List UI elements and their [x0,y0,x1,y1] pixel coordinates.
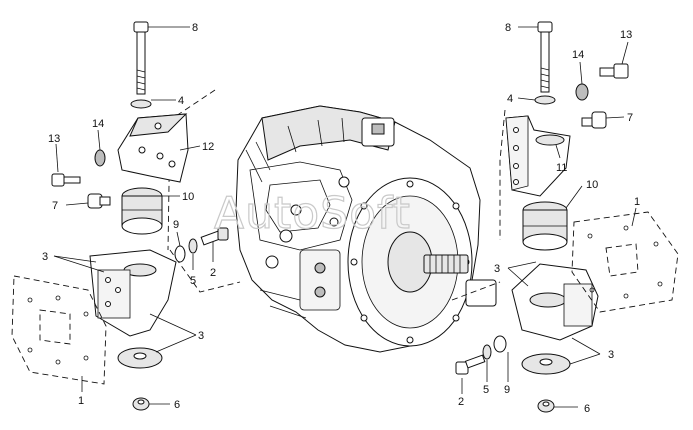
label-7-right: 7 [627,112,633,124]
label-13-left: 13 [48,133,60,145]
right-bolt-2 [455,354,486,375]
label-6-left: 6 [174,399,180,411]
right-bolt-7 [581,111,607,129]
right-bolt-13 [599,63,629,79]
label-5-right: 5 [483,384,489,396]
left-frame-plate-1 [11,275,107,385]
left-cup-3 [117,347,163,369]
label-2-right: 2 [458,396,464,408]
label-1-left: 1 [78,395,84,407]
right-washer-14 [575,83,589,101]
right-cup-3 [521,353,571,375]
left-washer-9 [174,245,186,263]
watermark-text: AutoSoft [214,188,411,239]
label-3-right-upper: 3 [494,263,500,275]
left-lower-bracket-3 [89,249,177,337]
label-13-right: 13 [620,29,632,41]
label-7-left: 7 [52,200,58,212]
right-lower-bracket-3 [511,263,599,341]
label-10-right: 10 [586,179,598,191]
left-bolt-13 [51,173,81,187]
label-11-right: 11 [556,162,567,174]
label-12-left: 12 [202,141,214,153]
transmission-housing [235,105,497,353]
left-bolt-7 [87,193,111,209]
label-5-left: 5 [190,275,196,287]
left-bolt-2 [200,227,229,246]
label-4-right: 4 [507,93,513,105]
label-10-left: 10 [182,191,194,203]
leader-lines [53,26,637,408]
right-washer-4 [534,95,556,105]
right-nut-6 [537,399,555,413]
label-4-left: 4 [178,95,184,107]
left-nut-6 [132,397,150,411]
left-rubber-mount-10 [121,187,163,235]
right-rubber-mount-10 [522,201,568,251]
right-washer-9 [493,335,507,353]
label-6-right: 6 [584,403,590,415]
label-9-right: 9 [504,384,510,396]
right-frame-plate-1 [571,211,679,313]
label-1-right: 1 [634,196,640,208]
label-2-left: 2 [210,267,216,279]
label-9-left: 9 [173,219,179,231]
right-washer-5 [482,344,492,360]
label-8-left: 8 [192,22,198,34]
left-washer-4 [130,99,152,109]
right-upper-bracket-11 [505,115,571,197]
right-bolt-8 [537,21,553,93]
label-14-left: 14 [92,118,104,130]
label-3-left-upper: 3 [42,251,48,263]
label-8-right: 8 [505,22,511,34]
callout-labels: 8 4 14 13 12 10 7 9 3 5 2 3 1 6 8 13 14 … [42,22,640,415]
label-3-left-lower: 3 [198,330,204,342]
left-washer-5 [188,238,198,254]
label-14-right: 14 [572,49,584,61]
left-bolt-8 [133,21,149,95]
left-upper-bracket-12 [117,113,189,183]
label-3-right-lower: 3 [608,349,614,361]
left-washer-14 [94,149,106,167]
